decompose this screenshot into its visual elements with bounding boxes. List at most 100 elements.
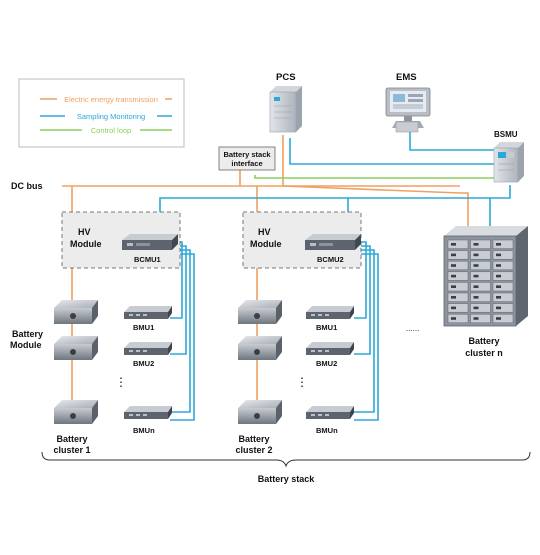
battery-module-icon (238, 300, 282, 324)
clustern-label-line1: Battery (468, 336, 499, 346)
connection-lines (62, 132, 511, 421)
svg-text:interface: interface (231, 159, 262, 168)
battery-module-icon (54, 300, 98, 324)
dc-bus-label: DC bus (11, 181, 43, 191)
cabinet-drawer (447, 303, 469, 313)
cabinet-drawer (447, 292, 469, 302)
drawer-handle (451, 264, 456, 267)
cluster1-label-line1: Battery (56, 434, 87, 444)
drawer-handle (496, 306, 501, 310)
bcmu2-label: BCMU2 (317, 255, 344, 264)
pcs-label: PCS (276, 72, 296, 83)
battery-module-label-line2: Module (10, 340, 42, 350)
cabinet-drawer (470, 292, 491, 302)
bmun-label-c2: BMUn (316, 426, 338, 435)
cabinet-drawer (492, 303, 514, 313)
svg-text:Module: Module (250, 239, 282, 249)
drawer-handle (496, 296, 501, 299)
drawer-handle (473, 243, 479, 246)
svg-text:Battery stack: Battery stack (223, 150, 271, 159)
cabinet-drawer (492, 239, 514, 249)
vertical-ellipsis: ⋮ (115, 375, 127, 389)
drawer-handle (451, 306, 456, 310)
cabinet-drawer (492, 282, 514, 292)
bsmu-label: BSMU (494, 130, 518, 139)
drawer-handle (451, 285, 456, 288)
drawer-handle (473, 296, 479, 299)
battery-module-icon (238, 336, 282, 360)
drawer-handle (451, 317, 456, 320)
drawer-handle (496, 274, 501, 278)
hv-module-1: HV Module (61, 211, 181, 269)
battery-stack-brace (41, 451, 531, 468)
bmu2-label-c1: BMU2 (133, 359, 154, 368)
drawer-handle (451, 274, 456, 278)
bsmu-device (493, 142, 524, 183)
drawer-handle (451, 243, 456, 246)
drawer-handle (473, 306, 479, 310)
cabinet-drawer (492, 250, 514, 260)
drawer-handle (451, 253, 456, 257)
bmu-device-icon (306, 406, 354, 419)
cabinet-drawer (492, 313, 514, 324)
battery-module-label-line1: Battery (12, 329, 43, 339)
ems-label: EMS (396, 72, 417, 83)
drawer-handle (473, 285, 479, 288)
clustern-label-line2: cluster n (465, 348, 503, 358)
battery-stack-label: Battery stack (258, 474, 316, 484)
legend-control: Control loop (91, 126, 131, 135)
horizontal-ellipsis: ...... (406, 324, 419, 333)
drawer-handle (473, 264, 479, 267)
bmu-device-icon (124, 342, 172, 355)
bmu1-label-c2: BMU1 (316, 323, 337, 332)
cabinet-drawer (470, 313, 491, 324)
cabinet-drawer (492, 292, 514, 302)
bmu-device-icon (124, 406, 172, 419)
cabinet-drawer (470, 303, 491, 313)
svg-text:HV: HV (78, 227, 91, 237)
cabinet-drawer (447, 239, 469, 249)
drawer-handle (473, 253, 479, 257)
bmu-device-icon (124, 306, 172, 319)
bcmu1-device (122, 234, 178, 250)
battery-module-icon (54, 400, 98, 424)
legend-electric: Electric energy transmission (64, 95, 158, 104)
cabinet-drawer (447, 260, 469, 271)
drawer-handle (451, 296, 456, 299)
cabinet-drawer (470, 239, 491, 249)
battery-module-icon (238, 400, 282, 424)
drawer-handle (473, 317, 479, 320)
pcs-device (269, 86, 302, 133)
cabinet-drawer (492, 271, 514, 281)
battery-module-icon (54, 336, 98, 360)
drawer-handle (496, 317, 501, 320)
drawer-handle (496, 285, 501, 288)
ems-computer-icon (385, 87, 431, 133)
cabinet-drawer (447, 271, 469, 281)
cabinet-drawers (447, 239, 514, 324)
bmun-label-c1: BMUn (133, 426, 155, 435)
bcmu2-device (305, 234, 361, 250)
svg-text:HV: HV (258, 227, 271, 237)
drawer-handle (473, 274, 479, 278)
cabinet-drawer (447, 313, 469, 324)
cabinet-drawer (470, 282, 491, 292)
drawer-handle (496, 264, 501, 267)
cluster2-label-line2: cluster 2 (235, 445, 272, 455)
bcmu1-label: BCMU1 (134, 255, 161, 264)
battery-stack-interface: Battery stack interface (218, 146, 276, 171)
legend-sampling: Sampling Monitoring (77, 112, 145, 121)
cluster1-label-line2: cluster 1 (53, 445, 90, 455)
cluster2-label-line1: Battery (238, 434, 269, 444)
drawer-handle (496, 253, 501, 257)
cabinet-drawer (447, 282, 469, 292)
bmu-device-icon (306, 342, 354, 355)
bmu-device-icon (306, 306, 354, 319)
cabinet-drawer (470, 260, 491, 271)
legend: Electric energy transmission Sampling Mo… (18, 78, 185, 148)
bmu1-label-c1: BMU1 (133, 323, 154, 332)
drawer-handle (496, 243, 501, 246)
vertical-ellipsis: ⋮ (296, 375, 308, 389)
cabinet-drawer (470, 250, 491, 260)
